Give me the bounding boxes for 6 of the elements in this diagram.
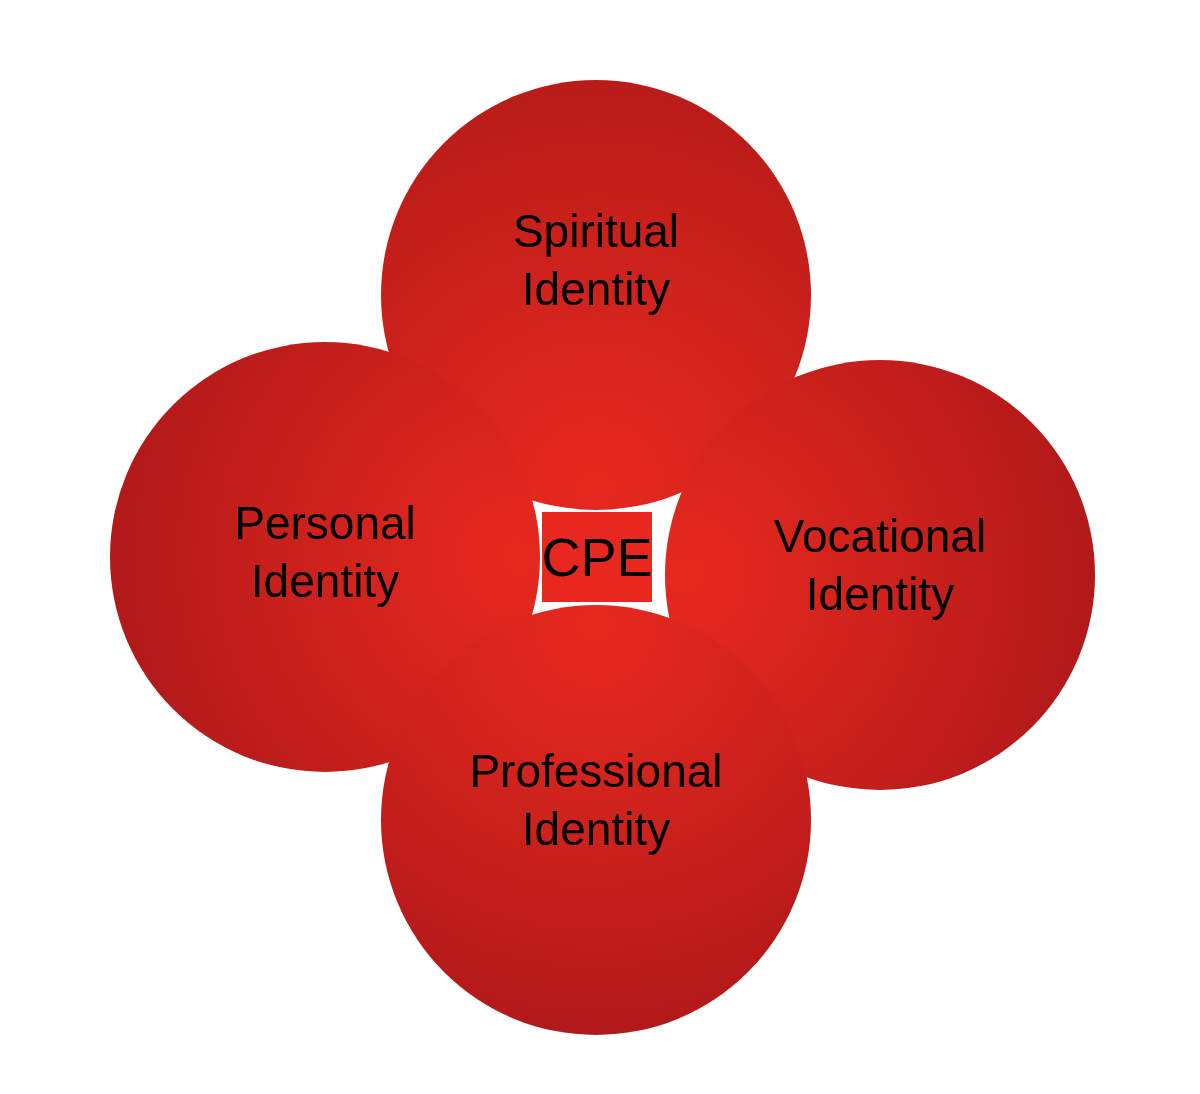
node-label: Professional Identity xyxy=(468,744,724,857)
node-label: Personal Identity xyxy=(233,496,417,609)
node-label: Spiritual Identity xyxy=(511,204,681,317)
node-label: Vocational Identity xyxy=(772,509,988,622)
node-label: CPE xyxy=(541,527,653,587)
center-area xyxy=(542,512,652,602)
